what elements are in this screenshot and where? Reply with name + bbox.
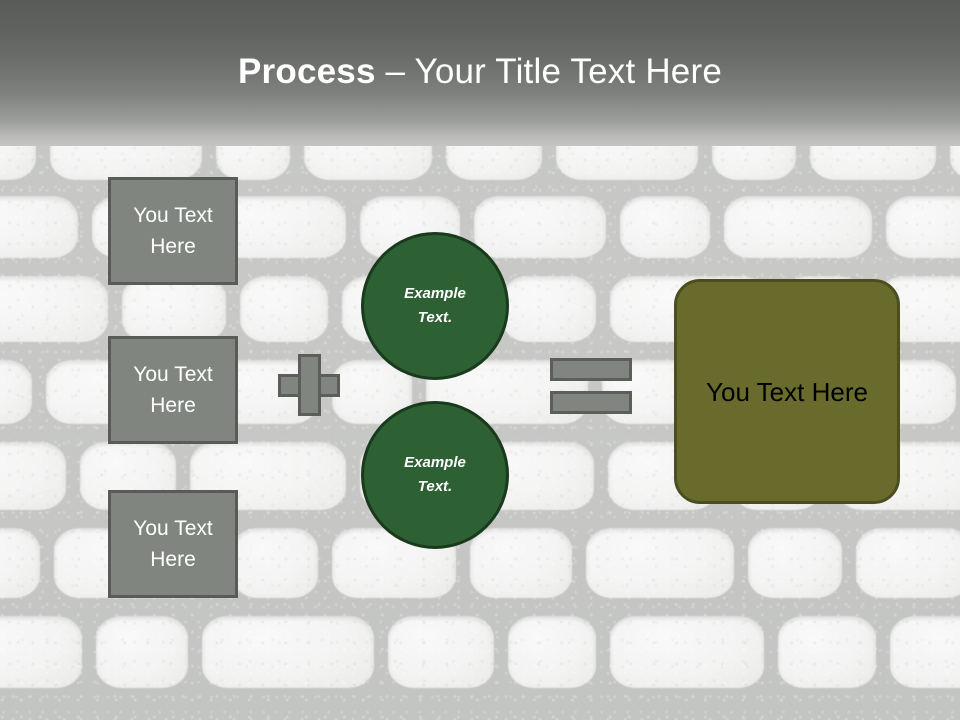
equals-icon bbox=[550, 358, 632, 414]
example-circle-2-line2: Text. bbox=[417, 478, 453, 495]
plus-icon bbox=[278, 354, 340, 416]
input-box-1[interactable]: You Text Here bbox=[108, 177, 238, 285]
page-title-emphasis: Process bbox=[238, 52, 376, 91]
input-box-3-label: You Text Here bbox=[133, 517, 213, 571]
page-title: Process – Your Title Text Here bbox=[0, 50, 960, 94]
example-circle-2-line1: Example bbox=[404, 454, 466, 471]
equals-top-bar bbox=[550, 358, 632, 381]
example-circle-2-label: Example Text. bbox=[404, 451, 466, 499]
result-box-label: You Text Here bbox=[706, 376, 868, 407]
input-box-2-label: You Text Here bbox=[133, 363, 213, 417]
title-banner bbox=[0, 0, 960, 146]
input-box-2[interactable]: You Text Here bbox=[108, 336, 238, 444]
example-circle-2[interactable]: Example Text. bbox=[361, 401, 509, 549]
example-circle-1-label: Example Text. bbox=[404, 282, 466, 330]
example-circle-1-line1: Example bbox=[404, 285, 466, 302]
result-box[interactable]: You Text Here bbox=[674, 279, 900, 504]
page-title-rest: – Your Title Text Here bbox=[375, 52, 722, 91]
input-box-1-label: You Text Here bbox=[133, 204, 213, 258]
equals-bottom-bar bbox=[550, 391, 632, 414]
example-circle-1-line2: Text. bbox=[417, 309, 453, 326]
input-box-3[interactable]: You Text Here bbox=[108, 490, 238, 598]
example-circle-1[interactable]: Example Text. bbox=[361, 232, 509, 380]
plus-center-fill bbox=[301, 377, 318, 394]
